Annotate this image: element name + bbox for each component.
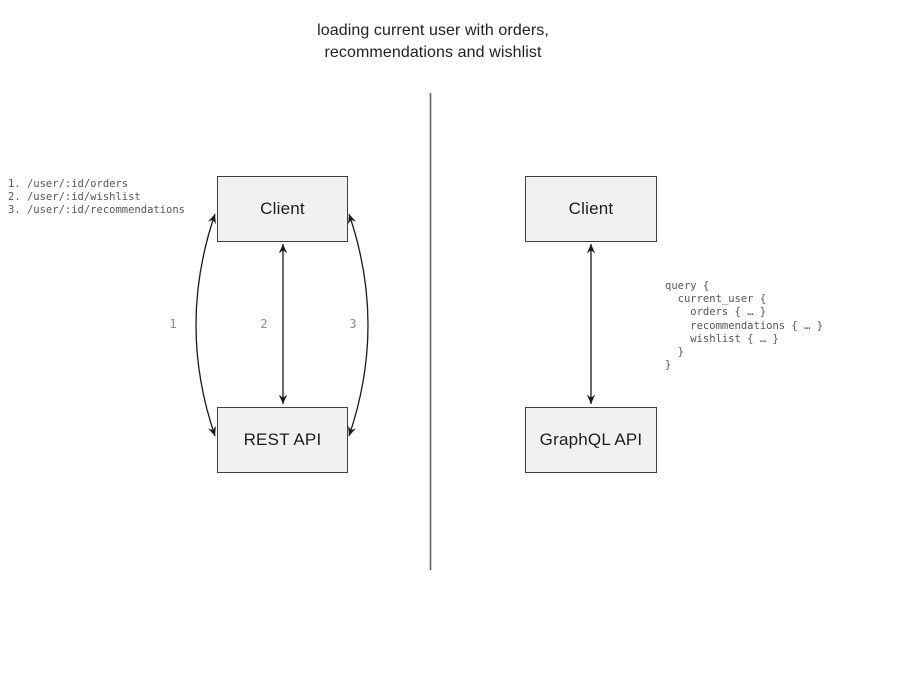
graphql-client-label: Client xyxy=(568,199,614,218)
graphql-client-box: Client xyxy=(525,176,657,242)
rest-endpoint-2: 2. /user/:id/wishlist xyxy=(8,191,141,204)
rest-client-box: Client xyxy=(217,176,348,242)
rest-arrow-number-1: 1 xyxy=(169,317,177,331)
rest-client-label: Client xyxy=(260,199,305,218)
rest-api-box: REST API xyxy=(217,407,348,473)
graphql-query-code: query { current_user { orders { … } reco… xyxy=(665,280,824,372)
rest-arc-arrow-3 xyxy=(348,213,369,437)
rest-endpoint-1: 1. /user/:id/orders xyxy=(8,178,129,190)
rest-arrow-number-2: 2 xyxy=(260,317,268,331)
rest-arc-arrow-1 xyxy=(195,213,216,437)
diagram-title: loading current user with orders, recomm… xyxy=(0,20,866,64)
graphql-api-box: GraphQL API xyxy=(525,407,657,473)
rest-api-label: REST API xyxy=(243,430,322,449)
graphql-api-label: GraphQL API xyxy=(539,430,643,449)
rest-endpoint-3: 3. /user/:id/recommendations xyxy=(8,204,186,217)
rest-arrow-number-3: 3 xyxy=(349,317,357,331)
rest-endpoints-list: 1. /user/:id/orders 2. /user/:id/wishlis… xyxy=(8,178,185,218)
diagram-title-line2: recommendations and wishlist xyxy=(324,44,542,61)
diagram-title-line1: loading current user with orders, xyxy=(317,22,549,39)
